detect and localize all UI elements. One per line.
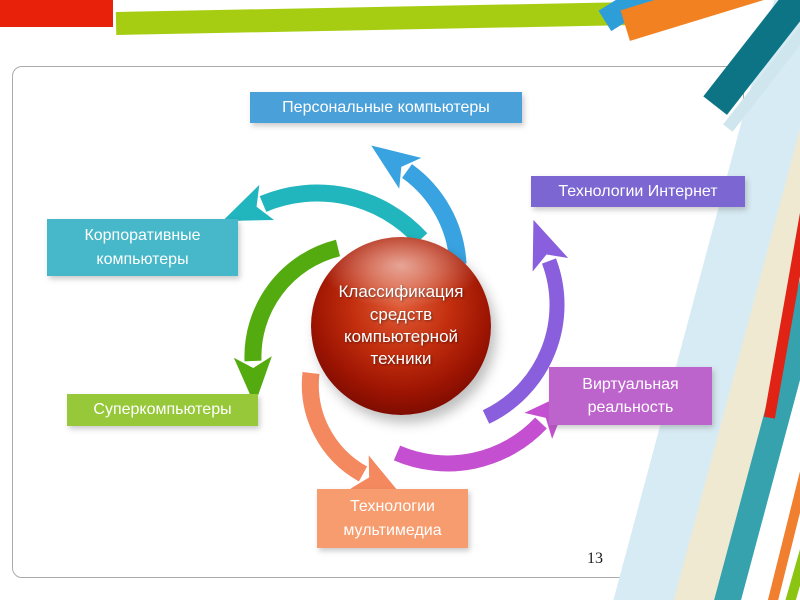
ribbon-orange-top-right xyxy=(620,0,772,41)
center-node-sphere: Классификация средств компьютерной техни… xyxy=(311,237,491,415)
ribbon-orange-bottom-right xyxy=(759,402,800,600)
node-internet-technologies: Технологии Интернет xyxy=(531,176,745,207)
node-supercomputers: Суперкомпьютеры xyxy=(67,394,258,426)
center-node-label: Классификация средств компьютерной техни… xyxy=(338,282,464,369)
node-corporate-computers: Корпоративные компьютеры xyxy=(47,219,238,276)
ribbon-green-bottom-right xyxy=(767,433,800,600)
ribbon-blue-top xyxy=(598,0,666,32)
ribbon-red-top-left xyxy=(0,0,113,27)
ribbon-red-right xyxy=(764,121,800,419)
ribbon-green-top xyxy=(115,2,635,35)
node-personal-computers: Персональные компьютеры xyxy=(250,92,522,123)
node-virtual-reality: Виртуальная реальность xyxy=(549,367,712,425)
page-number: 13 xyxy=(587,550,603,567)
node-multimedia-technologies: Технологии мультимедиа xyxy=(317,489,468,548)
